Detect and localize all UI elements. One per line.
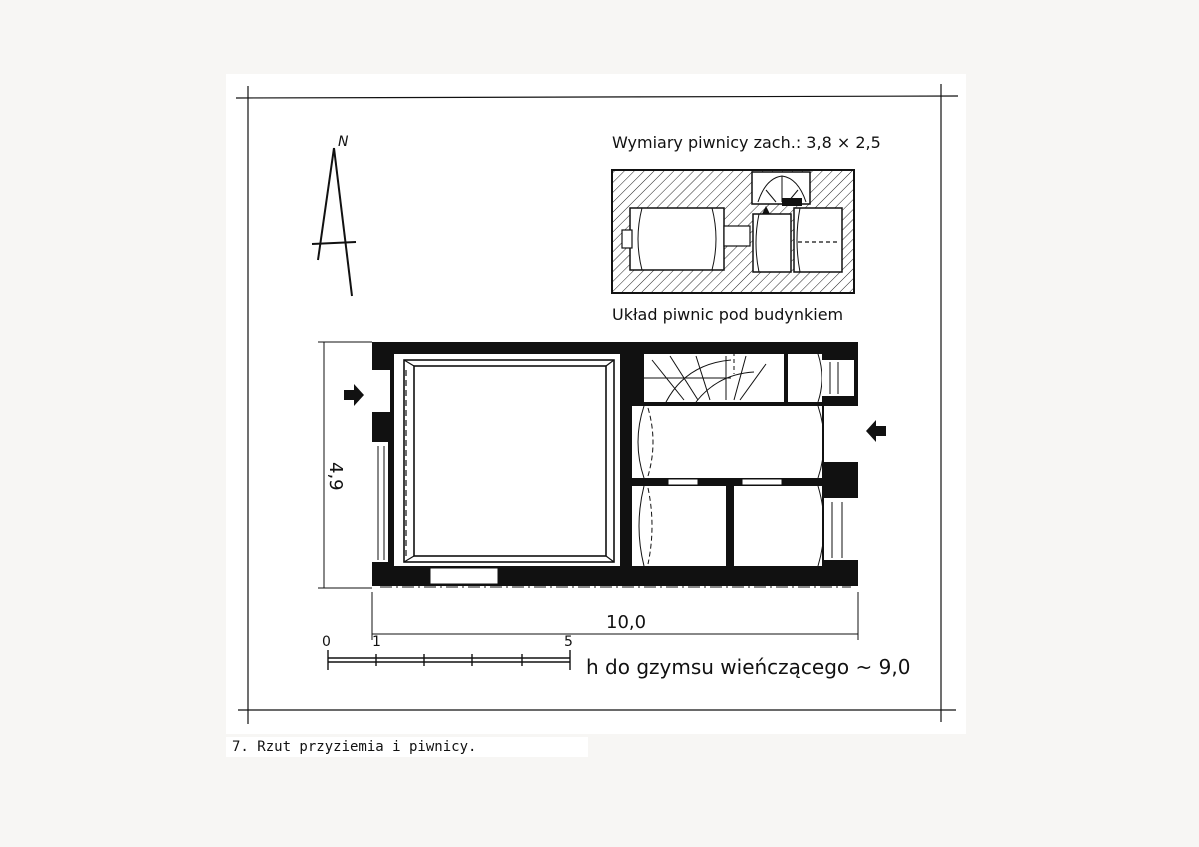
- depth-dimension-label: 4,9: [325, 462, 346, 491]
- north-label: N: [338, 134, 349, 150]
- cellar-layout-plan: [611, 169, 855, 294]
- width-dimension-label: 10,0: [606, 612, 646, 633]
- floor-plan-drawing: N Wymiary piwnicy zach.: 3,8 × 2,5 Układ…: [235, 84, 959, 724]
- north-arrow: [311, 147, 357, 297]
- drawing-sheet: N Wymiary piwnicy zach.: 3,8 × 2,5 Układ…: [226, 74, 966, 734]
- frame-border: [235, 84, 959, 724]
- dimension-lines: [318, 341, 859, 640]
- height-note: h do gzymsu wieńczącego ~ 9,0: [586, 655, 910, 679]
- ground-floor-plan: [372, 342, 858, 588]
- scale-tick-5: 5: [564, 634, 573, 650]
- scale-tick-0: 0: [322, 634, 331, 650]
- east-entrance-arrow-icon: [866, 420, 886, 442]
- cellar-layout-label: Układ piwnic pod budynkiem: [612, 305, 843, 324]
- figure-caption: 7. Rzut przyziemia i piwnicy.: [226, 737, 588, 757]
- cellar-dimensions-label: Wymiary piwnicy zach.: 3,8 × 2,5: [612, 133, 881, 152]
- scale-tick-1: 1: [372, 634, 381, 650]
- graphic-scale: [327, 650, 571, 670]
- west-entrance-arrow-icon: [344, 384, 364, 406]
